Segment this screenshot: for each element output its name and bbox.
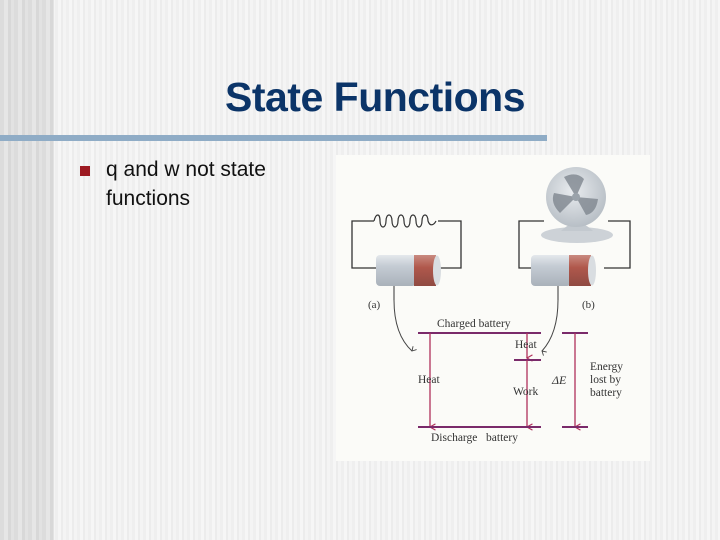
curved-arrow-b-icon: [542, 299, 559, 351]
energy-label-line3: battery: [590, 387, 622, 399]
slide-title: State Functions: [225, 74, 526, 120]
bullet-text: q and w not state functions: [106, 158, 266, 210]
charged-battery-label: Charged battery: [437, 318, 511, 330]
delta-e-label: ΔE: [551, 373, 567, 387]
battery-energy-figure: (a) (b) Charged battery Heat Heat Work Δ…: [336, 155, 650, 461]
fan-icon: [541, 167, 613, 243]
panel-a-label: (a): [368, 299, 381, 311]
panel-b-label: (b): [582, 299, 595, 311]
heater-coil-icon: [373, 214, 437, 228]
panel-a-circuit: [351, 214, 462, 300]
heat-right-label: Heat: [515, 339, 538, 351]
heat-left-label: Heat: [418, 374, 441, 386]
title-divider: [0, 135, 547, 141]
battery-b-icon: [531, 255, 596, 286]
panel-b-circuit: [518, 167, 631, 300]
battery-a-icon: [376, 255, 441, 286]
curved-arrow-a-icon: [393, 299, 412, 351]
discharge-battery-label: Discharge battery: [431, 432, 518, 444]
energy-label-line2: lost by: [590, 374, 621, 386]
energy-label-line1: Energy: [590, 361, 623, 373]
bullet-square-icon: [80, 166, 90, 176]
background-left-band: [0, 0, 54, 540]
work-label: Work: [513, 386, 539, 398]
